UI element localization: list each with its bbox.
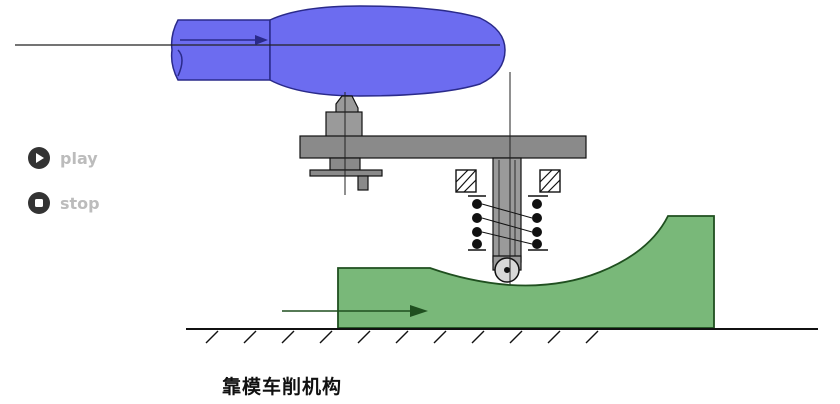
- cutting-tool: [325, 95, 363, 143]
- spring-coil: [472, 213, 482, 223]
- stop-label: stop: [60, 193, 100, 213]
- spring-coil: [532, 199, 542, 209]
- holder-pin: [357, 175, 369, 191]
- roller-axle: [504, 267, 510, 273]
- holder-beam: [299, 135, 587, 159]
- rod: [492, 157, 522, 263]
- stop-button[interactable]: stop: [28, 190, 100, 216]
- holder-foot: [309, 169, 383, 177]
- spring-coil: [532, 227, 542, 237]
- workpiece-cutter: [15, 5, 506, 97]
- roller: [492, 255, 522, 283]
- follower-guides: [455, 169, 561, 193]
- tool-holder: [299, 92, 587, 195]
- workpiece-arrow-head: [255, 35, 268, 45]
- follower-rod: [492, 157, 522, 263]
- play-icon: [28, 147, 50, 169]
- spring-coil: [472, 239, 482, 249]
- spring-coil: [532, 213, 542, 223]
- play-label: play: [60, 148, 98, 168]
- workpiece-shaft-end: [177, 49, 183, 77]
- workpiece-shaft: [170, 19, 271, 81]
- template-arrow-head: [410, 305, 428, 317]
- diagram-caption: 靠模车削机构: [222, 376, 343, 398]
- ground-hatch: [205, 330, 599, 344]
- stop-icon: [28, 192, 50, 214]
- spring-coil: [472, 227, 482, 237]
- template-cam: [282, 215, 715, 329]
- ground: [186, 328, 818, 344]
- spring-coil: [472, 199, 482, 209]
- template-profile: [337, 215, 715, 329]
- spring-coil: [532, 239, 542, 249]
- workpiece-profile: [269, 5, 506, 97]
- play-button[interactable]: play: [28, 145, 98, 171]
- spring: [468, 195, 548, 251]
